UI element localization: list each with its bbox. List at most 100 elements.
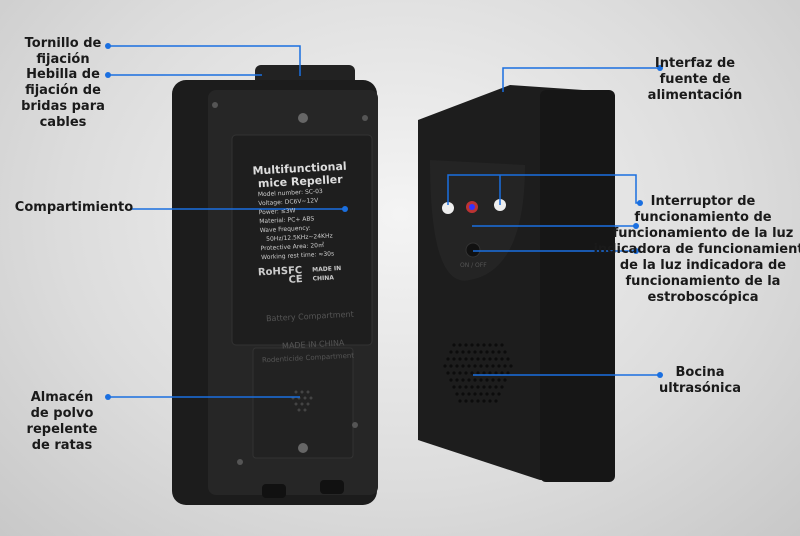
grille-hole bbox=[497, 378, 501, 382]
grille-hole bbox=[497, 364, 501, 368]
grille-hole bbox=[497, 392, 501, 396]
grille-hole bbox=[458, 357, 462, 361]
grille-hole bbox=[491, 364, 495, 368]
grille-hole bbox=[443, 364, 447, 368]
grille-hole bbox=[497, 350, 501, 354]
grille-hole bbox=[500, 385, 504, 389]
switch-text: ON / OFF bbox=[460, 262, 487, 269]
label-bocina: Bocina ultrasónica bbox=[659, 365, 741, 396]
grille-hole bbox=[476, 343, 480, 347]
label-interruptor: Interruptor de funcionamiento de funcion… bbox=[593, 194, 800, 305]
grille-hole bbox=[449, 378, 453, 382]
grille-hole bbox=[446, 371, 450, 375]
label-almacen: Almacén de polvo repelente de ratas bbox=[26, 390, 98, 453]
grille-hole bbox=[500, 371, 504, 375]
callout-dots bbox=[105, 43, 663, 400]
grille-hole bbox=[485, 364, 489, 368]
grille-hole bbox=[476, 385, 480, 389]
rohs-mark: RoHS bbox=[257, 265, 289, 279]
plate-made-in: MADE IN CHINA bbox=[311, 265, 342, 283]
grille-hole bbox=[458, 343, 462, 347]
grille-hole bbox=[482, 343, 486, 347]
grille-hole bbox=[479, 364, 483, 368]
callout-lines bbox=[108, 45, 660, 398]
grille-hole bbox=[494, 371, 498, 375]
label-hebilla: Hebilla de fijación de bridas para cable… bbox=[21, 67, 105, 130]
grille-hole bbox=[485, 350, 489, 354]
grille-hole bbox=[452, 357, 456, 361]
grille-hole bbox=[455, 378, 459, 382]
grille-hole bbox=[449, 350, 453, 354]
grille-hole bbox=[479, 350, 483, 354]
grille-hole bbox=[467, 350, 471, 354]
grille-hole bbox=[491, 378, 495, 382]
label-compartimiento: Compartimiento bbox=[14, 200, 134, 215]
grille-hole bbox=[494, 399, 498, 403]
grille-hole bbox=[476, 357, 480, 361]
grille-hole bbox=[491, 392, 495, 396]
grille-hole bbox=[500, 343, 504, 347]
grille-hole bbox=[455, 350, 459, 354]
grille-hole bbox=[488, 385, 492, 389]
grille-hole bbox=[488, 357, 492, 361]
grille-hole bbox=[455, 364, 459, 368]
grille-hole bbox=[494, 385, 498, 389]
grille-hole bbox=[494, 357, 498, 361]
label-interfaz: Interfaz de fuente de alimentación bbox=[647, 56, 743, 103]
grille-hole bbox=[470, 399, 474, 403]
grille-hole bbox=[464, 357, 468, 361]
grille-hole bbox=[485, 392, 489, 396]
grille-hole bbox=[482, 399, 486, 403]
grille-hole bbox=[479, 392, 483, 396]
grille-hole bbox=[473, 350, 477, 354]
grille-hole bbox=[470, 357, 474, 361]
grille-hole bbox=[482, 385, 486, 389]
grille-hole bbox=[500, 357, 504, 361]
grille-hole bbox=[461, 378, 465, 382]
grille-hole bbox=[470, 371, 474, 375]
grille-hole bbox=[458, 371, 462, 375]
grille-hole bbox=[470, 385, 474, 389]
grille-hole bbox=[461, 392, 465, 396]
grille-hole bbox=[458, 385, 462, 389]
ultrasonic-speaker-grille bbox=[443, 343, 513, 403]
grille-hole bbox=[494, 343, 498, 347]
grille-hole bbox=[482, 357, 486, 361]
grille-hole bbox=[488, 343, 492, 347]
grille-hole bbox=[503, 350, 507, 354]
grille-hole bbox=[506, 357, 510, 361]
grille-hole bbox=[473, 378, 477, 382]
grille-hole bbox=[461, 364, 465, 368]
device-front-view bbox=[418, 85, 615, 482]
grille-hole bbox=[461, 350, 465, 354]
grille-hole bbox=[464, 385, 468, 389]
grille-hole bbox=[470, 343, 474, 347]
grille-hole bbox=[446, 357, 450, 361]
grille-hole bbox=[479, 378, 483, 382]
grille-hole bbox=[464, 371, 468, 375]
grille-hole bbox=[503, 364, 507, 368]
grille-hole bbox=[467, 378, 471, 382]
grille-hole bbox=[485, 378, 489, 382]
grille-hole bbox=[476, 371, 480, 375]
grille-hole bbox=[506, 371, 510, 375]
grille-hole bbox=[452, 371, 456, 375]
grille-hole bbox=[467, 364, 471, 368]
grille-hole bbox=[467, 392, 471, 396]
fc-ce-mark: FC CE bbox=[287, 265, 304, 286]
grille-hole bbox=[464, 399, 468, 403]
grille-hole bbox=[473, 392, 477, 396]
grille-hole bbox=[476, 399, 480, 403]
spec-plate: Multifunctional mice Repeller Model numb… bbox=[242, 159, 363, 309]
grille-hole bbox=[488, 371, 492, 375]
grille-hole bbox=[503, 378, 507, 382]
grille-hole bbox=[449, 364, 453, 368]
grille-hole bbox=[473, 364, 477, 368]
grille-hole bbox=[458, 399, 462, 403]
grille-hole bbox=[452, 343, 456, 347]
grille-hole bbox=[491, 350, 495, 354]
grille-hole bbox=[464, 343, 468, 347]
grille-hole bbox=[482, 371, 486, 375]
grille-hole bbox=[509, 364, 513, 368]
